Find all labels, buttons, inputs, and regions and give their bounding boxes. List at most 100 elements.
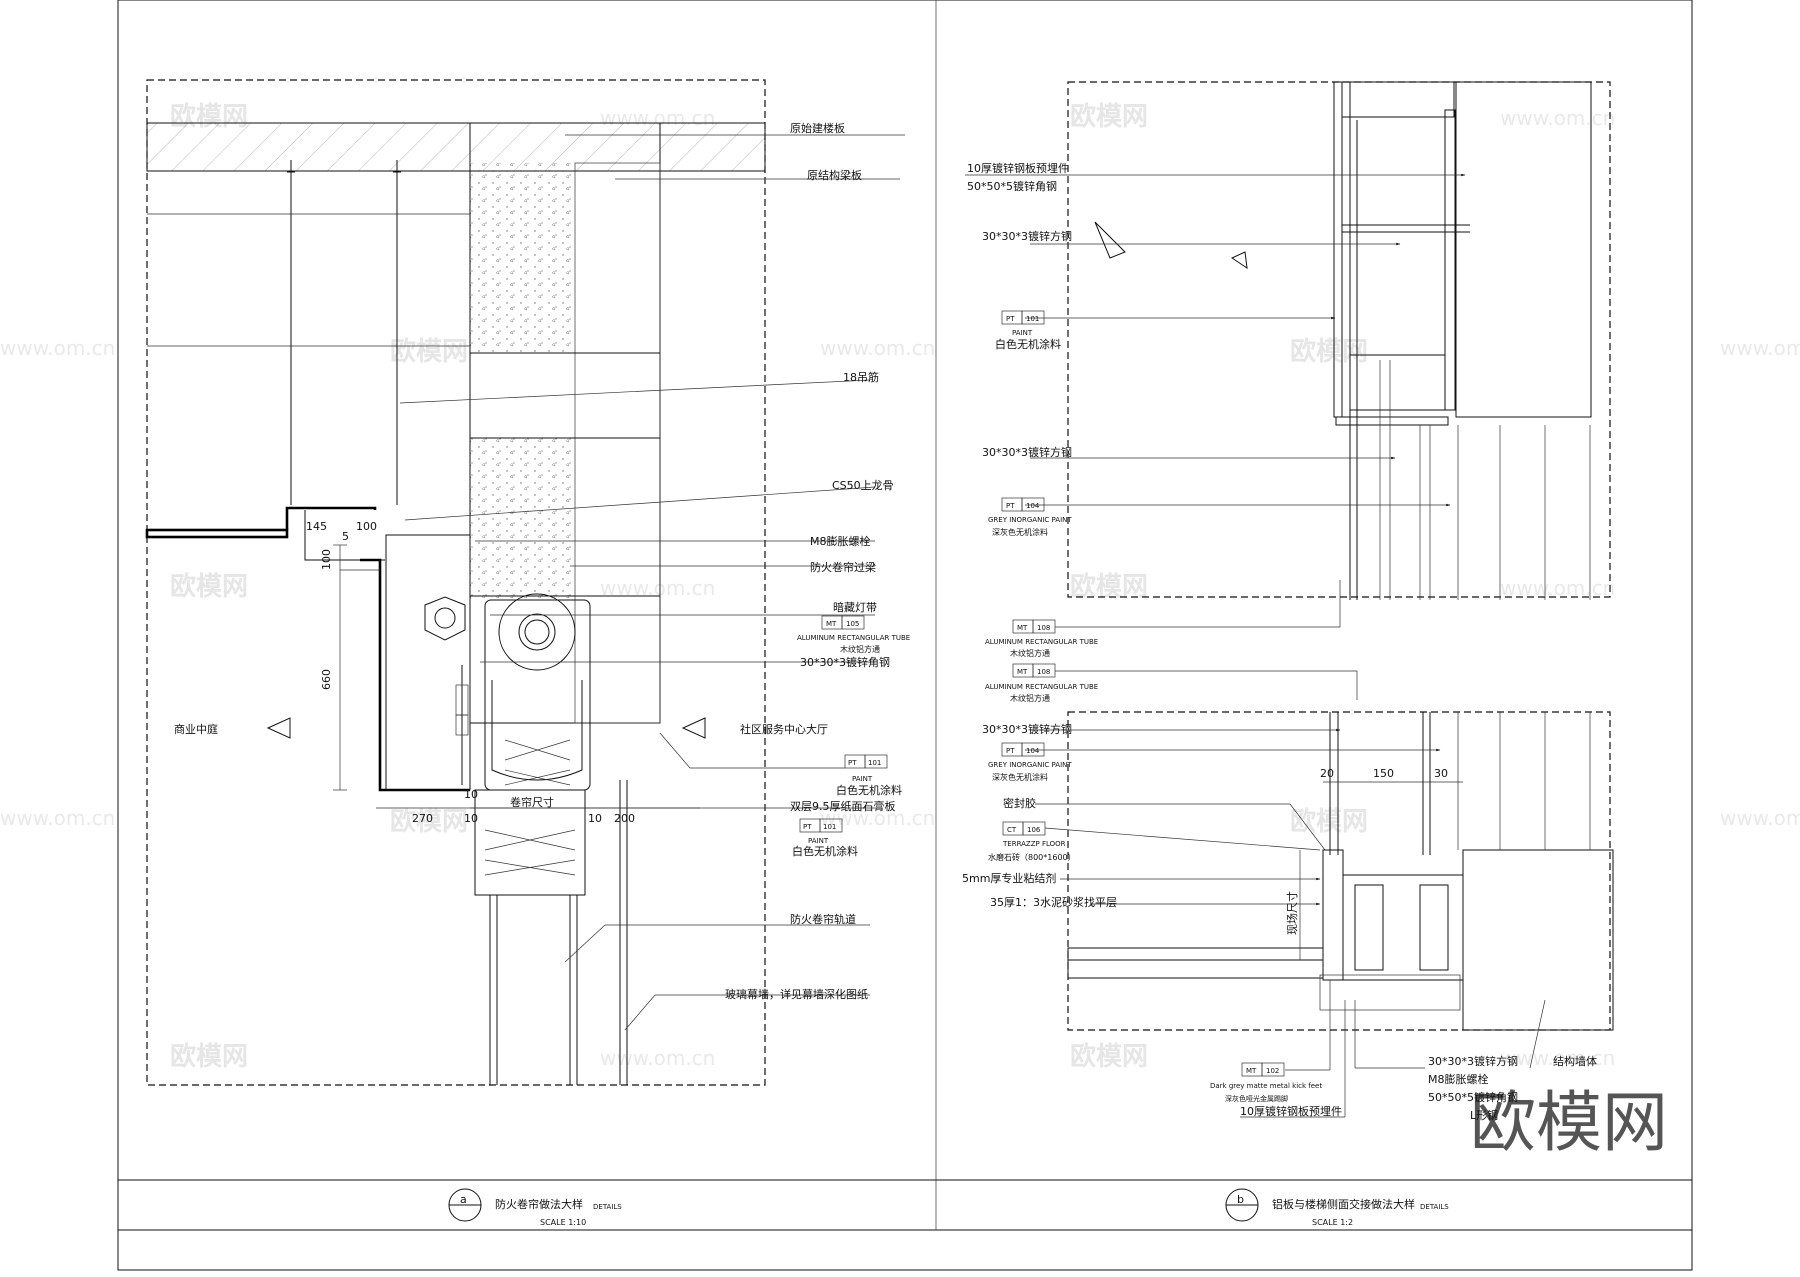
svg-text:270: 270 xyxy=(412,812,433,825)
space-label-left: 商业中庭 xyxy=(174,722,218,736)
svg-text:欧模网: 欧模网 xyxy=(1070,101,1148,132)
detail-b: 20 150 30 现场尺寸 10厚镀锌钢板预埋件 50*50*5镀锌角钢 30… xyxy=(962,81,1614,1227)
detail-a-title: a 防火卷帘做法大样 DETAILS SCALE 1:10 xyxy=(448,1188,622,1227)
svg-text:L形钢: L形钢 xyxy=(1470,1109,1498,1122)
svg-text:104: 104 xyxy=(1026,747,1040,755)
svg-text:101: 101 xyxy=(823,823,836,831)
svg-text:DETAILS: DETAILS xyxy=(1420,1203,1449,1211)
detail-a-boundary xyxy=(146,79,766,1086)
detail-a: 商业中庭 社区服务中心大厅 660 100 145 5 100 270 10 1… xyxy=(145,79,910,1227)
svg-text:木纹铝方通: 木纹铝方通 xyxy=(1010,648,1050,658)
svg-text:白色无机涂料: 白色无机涂料 xyxy=(836,783,902,797)
svg-text:35厚1：3水泥砂浆找平层: 35厚1：3水泥砂浆找平层 xyxy=(990,895,1117,909)
svg-text:ALUMINUM RECTANGULAR TUBE: ALUMINUM RECTANGULAR TUBE xyxy=(985,683,1098,691)
svg-text:结构墙体: 结构墙体 xyxy=(1553,1054,1597,1068)
shutter-motor xyxy=(424,596,466,641)
svg-text:PAINT: PAINT xyxy=(852,775,873,783)
svg-text:101: 101 xyxy=(868,759,881,767)
detail-b-callouts: 10厚镀锌钢板预埋件 50*50*5镀锌角钢 30*30*3镀锌方钢 PT 10… xyxy=(962,161,1597,1122)
detail-b-dimensions: 20 150 30 现场尺寸 xyxy=(1285,767,1463,960)
svg-text:50*50*5镀锌角钢: 50*50*5镀锌角钢 xyxy=(1428,1090,1518,1104)
svg-text:100: 100 xyxy=(320,549,333,570)
svg-text:10: 10 xyxy=(464,788,478,801)
svg-text:18吊筋: 18吊筋 xyxy=(843,370,879,384)
svg-text:660: 660 xyxy=(320,669,333,690)
svg-text:www.om.cn: www.om.cn xyxy=(1720,336,1800,360)
sheet-border xyxy=(117,0,1693,1271)
svg-text:www.om.cn: www.om.cn xyxy=(1720,806,1800,830)
svg-text:木纹铝方通: 木纹铝方通 xyxy=(840,644,880,654)
svg-text:玻璃幕墙，详见幕墙深化图纸: 玻璃幕墙，详见幕墙深化图纸 xyxy=(725,987,868,1001)
svg-text:a: a xyxy=(460,1193,467,1206)
svg-text:150: 150 xyxy=(1373,767,1394,780)
svg-text:105: 105 xyxy=(846,620,859,628)
svg-text:欧模网: 欧模网 xyxy=(170,571,248,602)
steel-tube-frame xyxy=(1342,874,1464,981)
detail-a-dimensions: 660 100 145 5 100 270 10 10 卷帘尺寸 10 200 xyxy=(306,520,700,825)
brand-watermark: 欧模网 xyxy=(1470,1084,1668,1161)
svg-text:100: 100 xyxy=(356,520,377,533)
structural-wall-upper xyxy=(1455,81,1592,418)
svg-text:深灰色无机涂料: 深灰色无机涂料 xyxy=(992,527,1048,537)
svg-text:水磨石砖（800*1600）: 水磨石砖（800*1600） xyxy=(988,852,1076,862)
shutter-drum xyxy=(498,593,576,671)
svg-text:欧模网: 欧模网 xyxy=(170,1041,248,1072)
svg-text:ALUMINUM RECTANGULAR TUBE: ALUMINUM RECTANGULAR TUBE xyxy=(797,634,910,642)
svg-text:GREY INORGANIC PAINT: GREY INORGANIC PAINT xyxy=(988,516,1072,524)
svg-text:深灰色无机涂料: 深灰色无机涂料 xyxy=(992,772,1048,782)
svg-text:欧模网: 欧模网 xyxy=(1070,1041,1148,1072)
svg-text:白色无机涂料: 白色无机涂料 xyxy=(792,844,858,858)
svg-text:10厚镀锌钢板预埋件: 10厚镀锌钢板预埋件 xyxy=(1240,1104,1342,1118)
svg-text:www.om.cn: www.om.cn xyxy=(0,336,115,360)
svg-text:108: 108 xyxy=(1037,624,1050,632)
svg-text:www.om.cn: www.om.cn xyxy=(820,806,935,830)
svg-text:30*30*3镀锌方钢: 30*30*3镀锌方钢 xyxy=(982,445,1072,459)
svg-text:www.om.cn: www.om.cn xyxy=(0,806,115,830)
svg-text:卷帘尺寸: 卷帘尺寸 xyxy=(510,795,554,809)
svg-text:MT: MT xyxy=(1246,1067,1257,1075)
svg-text:102: 102 xyxy=(1266,1067,1279,1075)
svg-text:PT: PT xyxy=(1006,502,1015,510)
svg-text:双层9.5厚纸面石膏板: 双层9.5厚纸面石膏板 xyxy=(790,799,896,813)
svg-text:PAINT: PAINT xyxy=(808,837,829,845)
svg-text:欧模网: 欧模网 xyxy=(390,336,468,367)
svg-text:10厚镀锌钢板预埋件: 10厚镀锌钢板预埋件 xyxy=(967,161,1069,175)
svg-text:PT: PT xyxy=(1006,747,1015,755)
svg-text:原始建楼板: 原始建楼板 xyxy=(790,121,845,135)
svg-text:www.om.cn: www.om.cn xyxy=(820,336,935,360)
svg-text:暗藏灯带: 暗藏灯带 xyxy=(833,600,877,614)
svg-text:GREY INORGANIC PAINT: GREY INORGANIC PAINT xyxy=(988,761,1072,769)
svg-text:木纹铝方通: 木纹铝方通 xyxy=(1010,693,1050,703)
svg-text:现场尺寸: 现场尺寸 xyxy=(1285,891,1299,935)
svg-text:M8膨胀螺栓: M8膨胀螺栓 xyxy=(1428,1072,1489,1086)
svg-text:欧模网: 欧模网 xyxy=(390,806,468,837)
svg-text:防火卷帘过梁: 防火卷帘过梁 xyxy=(810,560,876,574)
space-label-right: 社区服务中心大厅 xyxy=(740,722,828,736)
svg-text:ALUMINUM RECTANGULAR TUBE: ALUMINUM RECTANGULAR TUBE xyxy=(985,638,1098,646)
svg-text:PT: PT xyxy=(848,759,857,767)
gypsum-board-edge xyxy=(360,558,470,792)
svg-text:101: 101 xyxy=(1026,315,1039,323)
detail-a-callouts: 原始建楼板 原结构梁板 18吊筋 CS50上龙骨 M8膨胀螺栓 防火卷帘过梁 暗… xyxy=(399,121,910,1031)
svg-text:Dark grey matte metal kick fee: Dark grey matte metal kick feet xyxy=(1210,1082,1322,1090)
svg-text:5mm厚专业粘结剂: 5mm厚专业粘结剂 xyxy=(962,871,1056,885)
svg-text:白色无机涂料: 白色无机涂料 xyxy=(995,337,1061,351)
svg-text:SCALE 1:10: SCALE 1:10 xyxy=(540,1218,586,1227)
svg-text:5: 5 xyxy=(342,530,349,543)
svg-text:30*30*3镀锌方钢: 30*30*3镀锌方钢 xyxy=(982,722,1072,736)
structural-wall-lower xyxy=(1462,849,1614,1031)
svg-text:10: 10 xyxy=(464,812,478,825)
svg-text:防火卷帘轨道: 防火卷帘轨道 xyxy=(790,912,856,926)
svg-text:30*30*3镀锌方钢: 30*30*3镀锌方钢 xyxy=(982,229,1072,243)
detail-b-title-cn: 铝板与楼梯侧面交接做法大样 xyxy=(1272,1197,1415,1211)
fire-shutter-box xyxy=(484,599,591,791)
svg-text:SCALE 1:2: SCALE 1:2 xyxy=(1312,1218,1353,1227)
svg-text:30*30*3镀锌方钢: 30*30*3镀锌方钢 xyxy=(1428,1054,1518,1068)
svg-text:104: 104 xyxy=(1026,502,1040,510)
svg-text:MT: MT xyxy=(826,620,837,628)
svg-text:原结构梁板: 原结构梁板 xyxy=(807,168,862,182)
svg-text:深灰色哑光金属踢脚: 深灰色哑光金属踢脚 xyxy=(1225,1094,1288,1103)
detail-a-title-cn: 防火卷帘做法大样 xyxy=(495,1197,583,1211)
svg-text:30*30*3镀锌角钢: 30*30*3镀锌角钢 xyxy=(800,655,890,669)
